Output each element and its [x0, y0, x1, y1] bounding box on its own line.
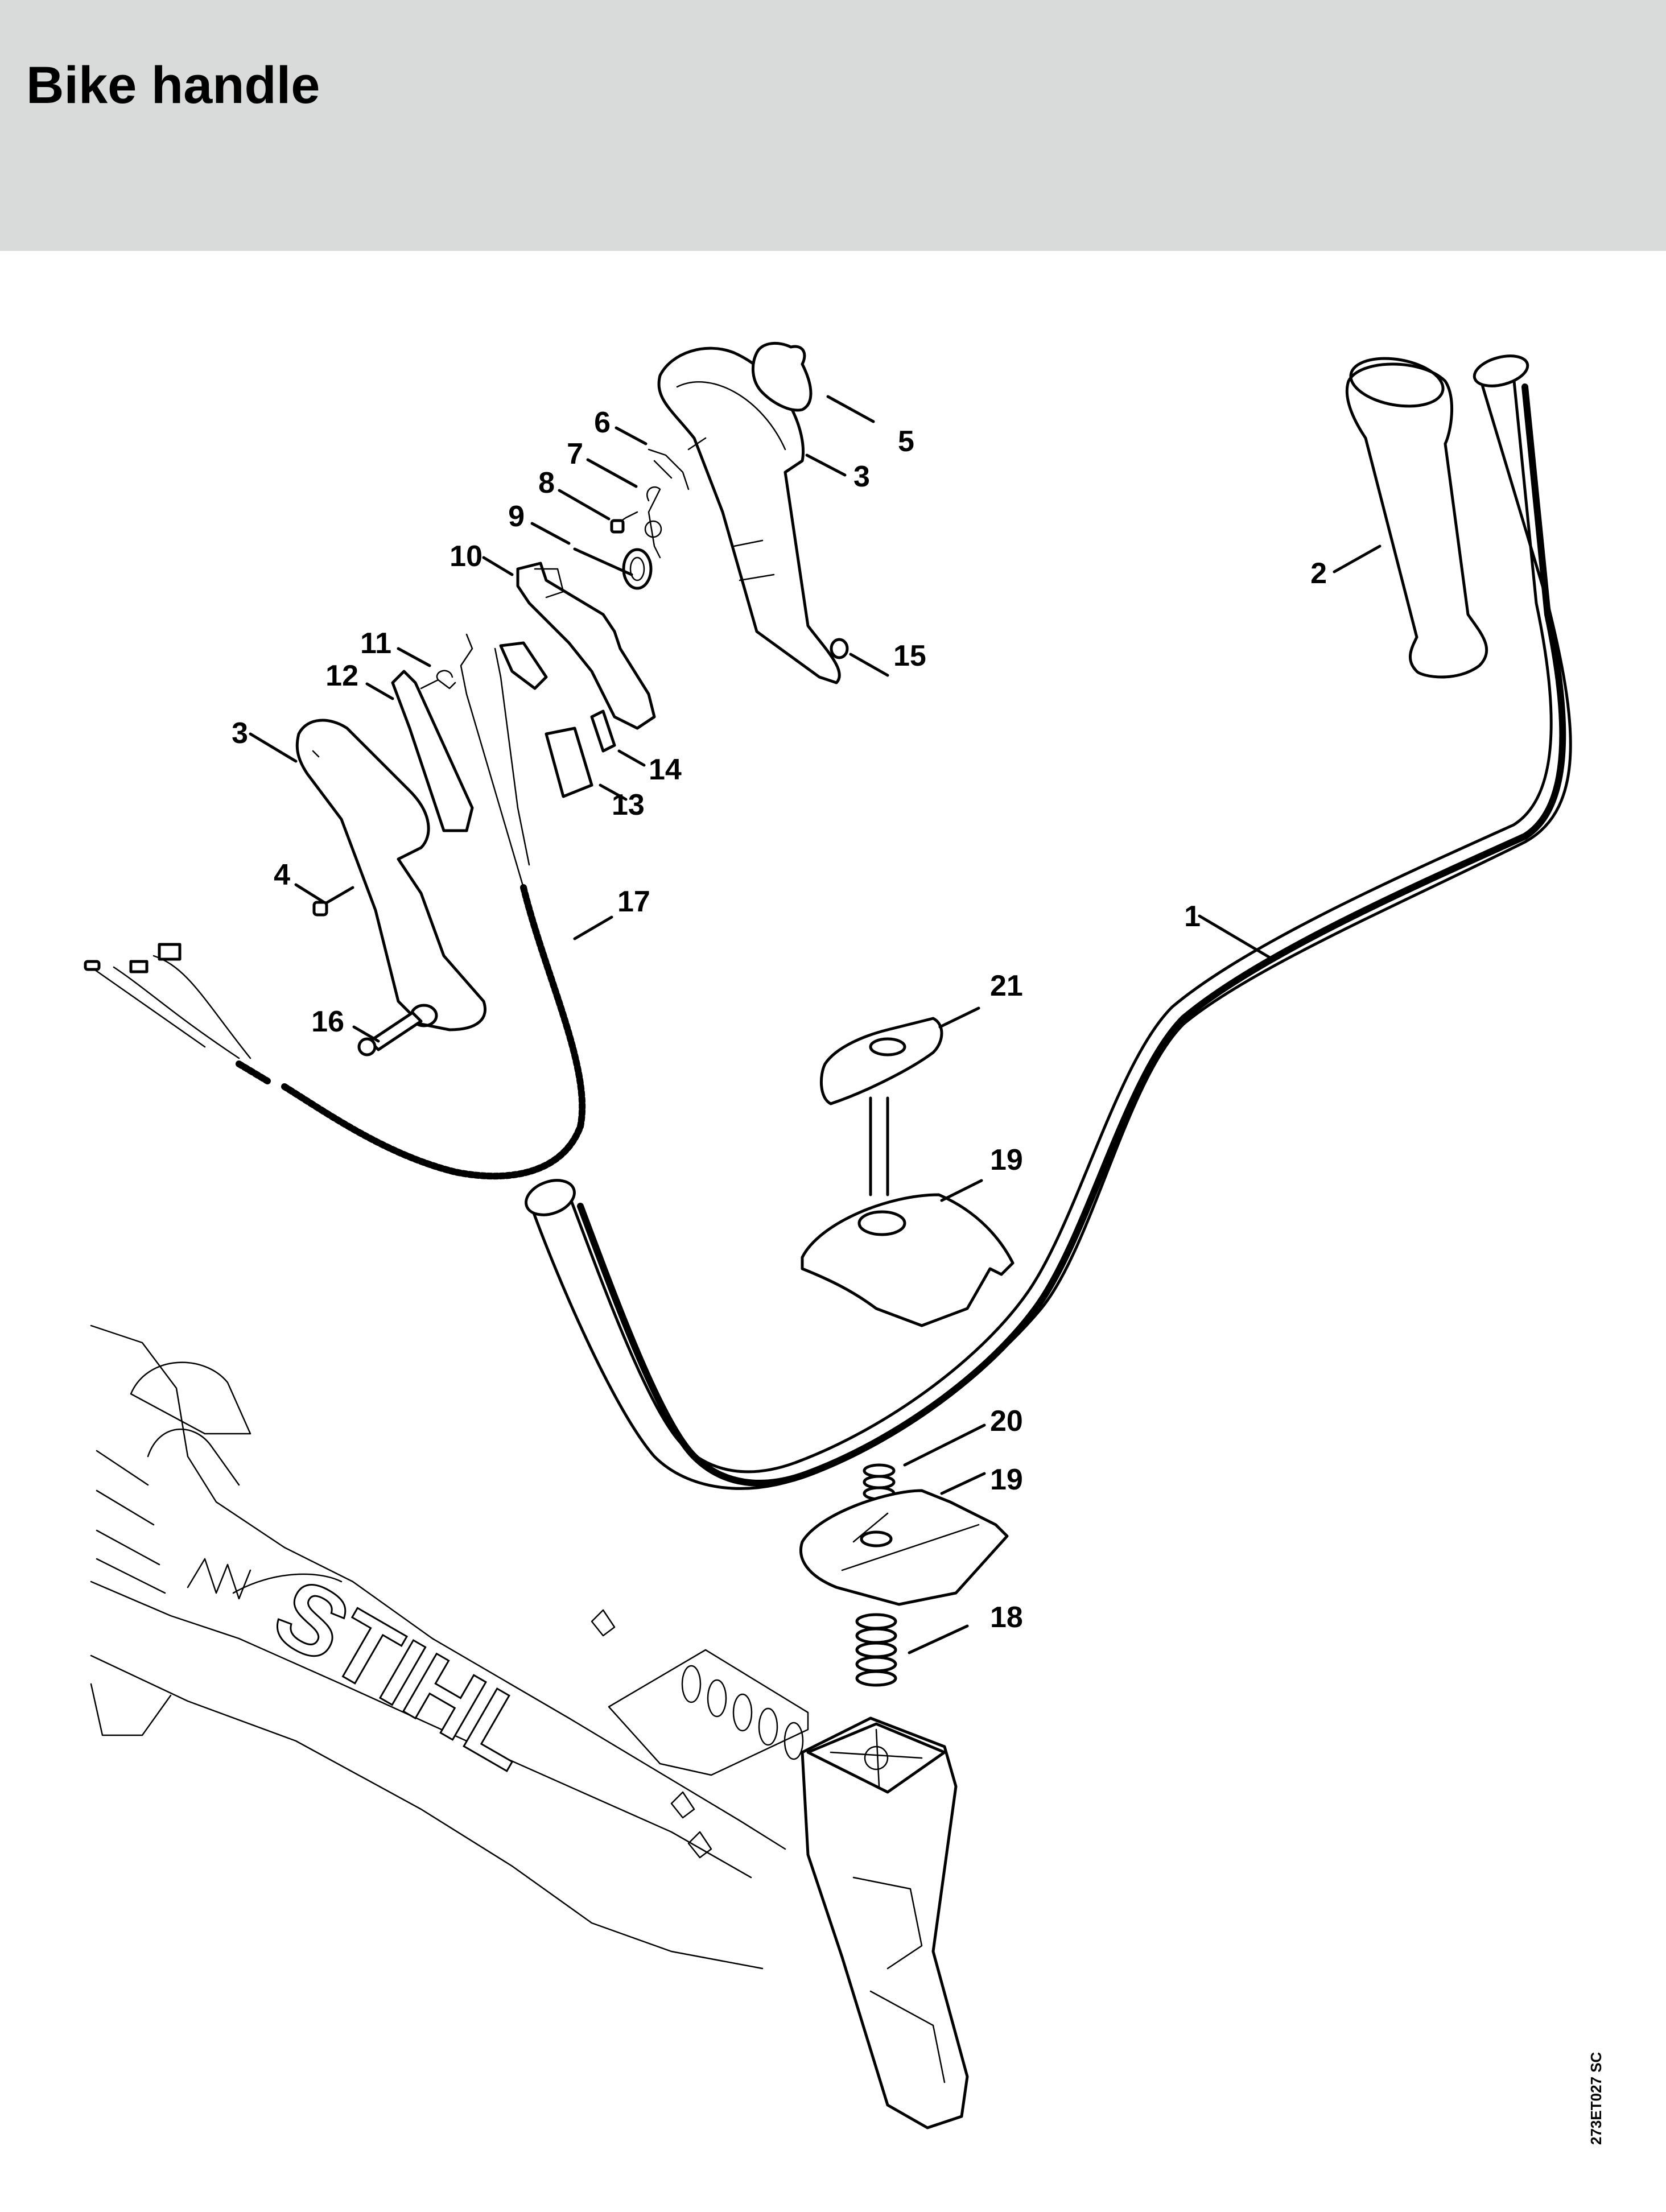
callout-13: 13	[612, 789, 645, 822]
page-title: Bike handle	[26, 56, 320, 114]
page-header: Bike handle	[0, 0, 1666, 251]
clamp-lower-part	[799, 1489, 1009, 1606]
callout-19a: 19	[990, 1144, 1023, 1177]
control-handle-right-half	[657, 346, 841, 684]
grip-part	[1345, 357, 1488, 679]
callout-16: 16	[311, 1005, 344, 1038]
knob-part	[751, 341, 813, 412]
callout-5: 5	[898, 425, 914, 458]
callout-3a: 3	[853, 460, 870, 493]
callout-15: 15	[893, 639, 926, 672]
callout-18: 18	[990, 1601, 1023, 1634]
callout-4: 4	[274, 859, 290, 892]
callout-3b: 3	[232, 717, 248, 750]
callout-17: 17	[617, 885, 650, 918]
interlock-lever-part	[391, 670, 474, 832]
switch-part	[545, 709, 616, 798]
nut-part	[830, 638, 849, 659]
callout-6: 6	[594, 406, 611, 439]
screw-4	[312, 886, 354, 917]
screw-16	[357, 1011, 423, 1057]
callouts: 1 2 3 3 4 5 6 7 8 9 10 11 12 13 14 15 16	[232, 395, 1382, 1654]
trigger-part	[516, 562, 656, 730]
callout-7: 7	[567, 438, 583, 471]
callout-8: 8	[538, 467, 555, 500]
callout-10: 10	[450, 540, 483, 573]
callout-14: 14	[649, 753, 682, 786]
callout-20: 20	[990, 1405, 1023, 1438]
control-handle-left-half	[295, 719, 486, 1031]
wing-screw-part	[819, 1017, 943, 1196]
small-parts-cluster	[573, 448, 690, 590]
stihl-logo-outline: STIHL	[256, 1557, 554, 1792]
callout-12: 12	[325, 659, 358, 692]
motor-housing-drawing	[90, 1324, 809, 1970]
clamp-upper-part	[801, 1193, 1015, 1327]
callout-2: 2	[1310, 557, 1327, 590]
cable-loop	[460, 633, 548, 889]
spring-large-part	[855, 1613, 897, 1687]
cable-harness	[84, 884, 586, 1180]
handle-mount-column	[801, 1716, 969, 2130]
callout-11: 11	[360, 627, 391, 660]
callout-1: 1	[1184, 900, 1201, 933]
figure-reference-code: 273ET027 SC	[1587, 2052, 1605, 2145]
callout-21: 21	[990, 969, 1023, 1002]
stihl-logo-text: STIHL	[257, 1557, 553, 1790]
callout-9: 9	[508, 500, 525, 533]
callout-19b: 19	[990, 1463, 1023, 1496]
handlebar-tube	[525, 354, 1572, 1490]
